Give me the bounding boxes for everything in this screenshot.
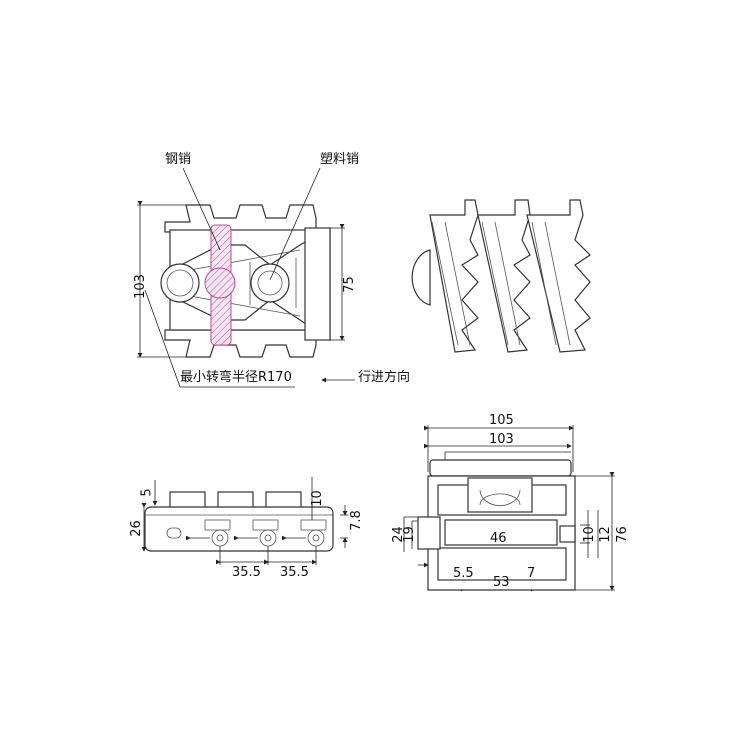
min-turn-radius-callout: 最小转弯半径R170 — [180, 370, 292, 385]
dim-pin-offset-7-8: 7.8 — [348, 510, 364, 531]
top-view-chain — [137, 167, 355, 388]
end-view-profile — [403, 425, 615, 592]
travel-direction-label: 行进方向 — [358, 370, 411, 385]
dim-right-outer-12: 12 — [597, 526, 613, 543]
dim-rail-span-53: 53 — [493, 575, 510, 590]
dim-right-inner-10: 10 — [581, 526, 597, 543]
dim-flange-7: 7 — [527, 566, 536, 581]
dim-pitch-35-5-a: 35.5 — [232, 565, 261, 580]
dim-inner-75: 75 — [341, 276, 357, 293]
dim-pitch-35-5-b: 35.5 — [280, 565, 309, 580]
dim-height-76: 76 — [614, 526, 630, 543]
dim-height-26: 26 — [128, 520, 144, 537]
angled-chain-view — [411, 199, 591, 353]
side-view-chain — [141, 477, 348, 565]
dim-flange-5-5: 5.5 — [453, 566, 474, 581]
dim-left-inner-19: 19 — [401, 526, 417, 543]
dim-outer-width-105: 105 — [489, 413, 514, 428]
dim-width-103: 103 — [132, 274, 148, 299]
dim-top-5: 5 — [139, 488, 155, 497]
dim-tab-10: 10 — [309, 490, 325, 507]
plastic-pin-callout: 塑料销 — [320, 152, 360, 167]
steel-pin-callout: 钢销 — [165, 152, 192, 167]
dim-chain-width-103: 103 — [489, 432, 514, 447]
dim-slot-46: 46 — [490, 531, 507, 546]
